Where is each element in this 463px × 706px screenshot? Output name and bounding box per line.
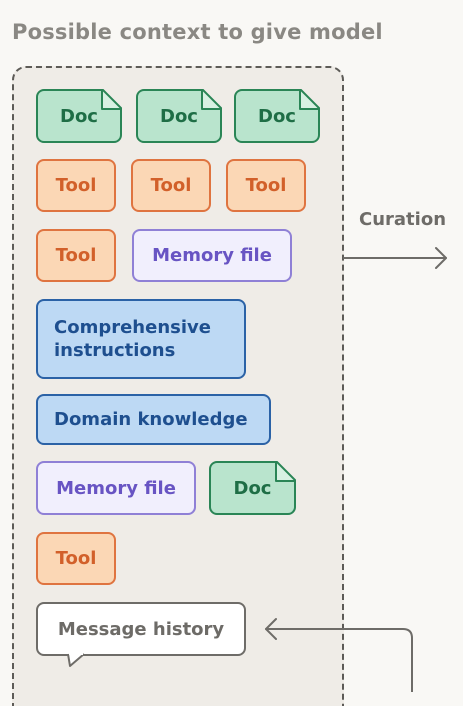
memory-file-chip-1: Memory file — [132, 229, 292, 282]
tool-chip-2: Tool — [131, 159, 211, 212]
memory-file-label: Memory file — [56, 477, 176, 499]
tool-label: Tool — [150, 175, 192, 196]
curation-label: Curation — [359, 209, 447, 230]
tool-label: Tool — [55, 175, 97, 196]
tool-chip-5: Tool — [36, 532, 116, 585]
tool-label: Tool — [55, 548, 97, 569]
doc-label: Doc — [233, 477, 272, 499]
diagram-title: Possible context to give model — [12, 20, 383, 44]
tool-chip-1: Tool — [36, 159, 116, 212]
feedback-arrow — [265, 618, 413, 692]
memory-file-label: Memory file — [152, 245, 272, 266]
comprehensive-instructions-chip: Comprehensive instructions — [36, 299, 246, 379]
message-history-bubble: Message history — [36, 602, 246, 656]
domain-knowledge-chip: Domain knowledge — [36, 394, 271, 445]
tool-label: Tool — [245, 175, 287, 196]
domain-knowledge-label: Domain knowledge — [54, 408, 248, 430]
doc-label: Doc — [60, 105, 98, 127]
doc-label: Doc — [160, 105, 198, 127]
tool-chip-3: Tool — [226, 159, 306, 212]
tool-label: Tool — [55, 245, 97, 266]
curation-arrow — [343, 247, 447, 269]
message-history-label: Message history — [57, 618, 225, 640]
doc-label: Doc — [258, 105, 296, 127]
doc-chip-3: Doc — [234, 89, 320, 143]
memory-file-chip-2: Memory file — [36, 461, 196, 515]
tool-chip-4: Tool — [36, 229, 116, 282]
comprehensive-instructions-label: Comprehensive instructions — [54, 316, 211, 361]
